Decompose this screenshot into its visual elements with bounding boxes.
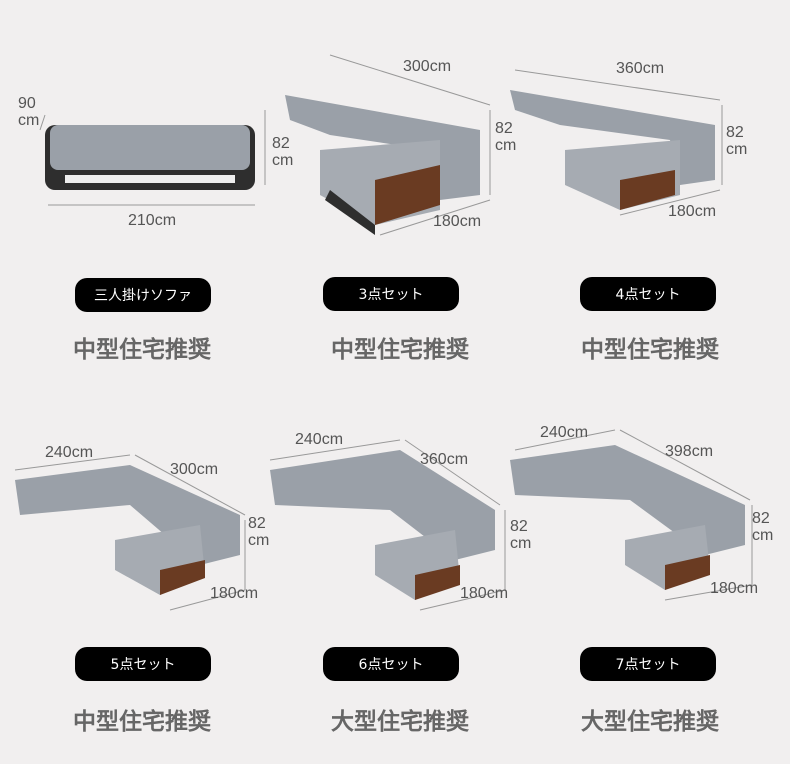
recommendation: 中型住宅推奨 [581,337,719,363]
dim-height: 82 cm [752,510,774,544]
sofa-3seat [45,125,255,190]
recommendation: 中型住宅推奨 [73,709,211,735]
set-label: 5点セット [75,647,211,681]
dim-height: 82 cm [272,135,294,169]
dim-height: 82 cm [726,124,748,158]
dim-chaise: 180cm [668,203,717,220]
dim-chaise: 180cm [710,580,759,597]
sofa-3pc [285,95,480,235]
sofa-6pc [270,450,495,600]
recommendation: 中型住宅推奨 [331,337,469,363]
dim-chaise: 180cm [433,213,482,230]
dim-left: 240cm [295,431,344,448]
dim-chaise: 180cm [210,585,259,602]
dim-chaise: 180cm [460,585,509,602]
dim-width: 360cm [616,60,665,77]
recommendation: 大型住宅推奨 [581,709,719,735]
dim-height: 82 cm [510,518,532,552]
dim-depth: 90 cm [18,95,40,129]
dim-width: 210cm [128,212,177,229]
sofa-7pc [510,445,745,590]
dim-height: 82 cm [248,515,270,549]
set-label: 4点セット [580,277,716,311]
sofa-4pc [510,90,715,210]
dim-left: 240cm [45,444,94,461]
dim-width: 360cm [420,451,469,468]
dim-height: 82 cm [495,120,517,154]
dim-width: 300cm [403,58,452,75]
sofa-5pc [15,465,240,595]
recommendation: 大型住宅推奨 [331,709,469,735]
dim-left: 240cm [540,424,589,441]
set-label: 三人掛けソファ [75,278,211,312]
dim-width: 398cm [665,443,714,460]
set-label: 7点セット [580,647,716,681]
dim-width: 300cm [170,461,219,478]
set-label: 3点セット [323,277,459,311]
recommendation: 中型住宅推奨 [73,337,211,363]
set-label: 6点セット [323,647,459,681]
